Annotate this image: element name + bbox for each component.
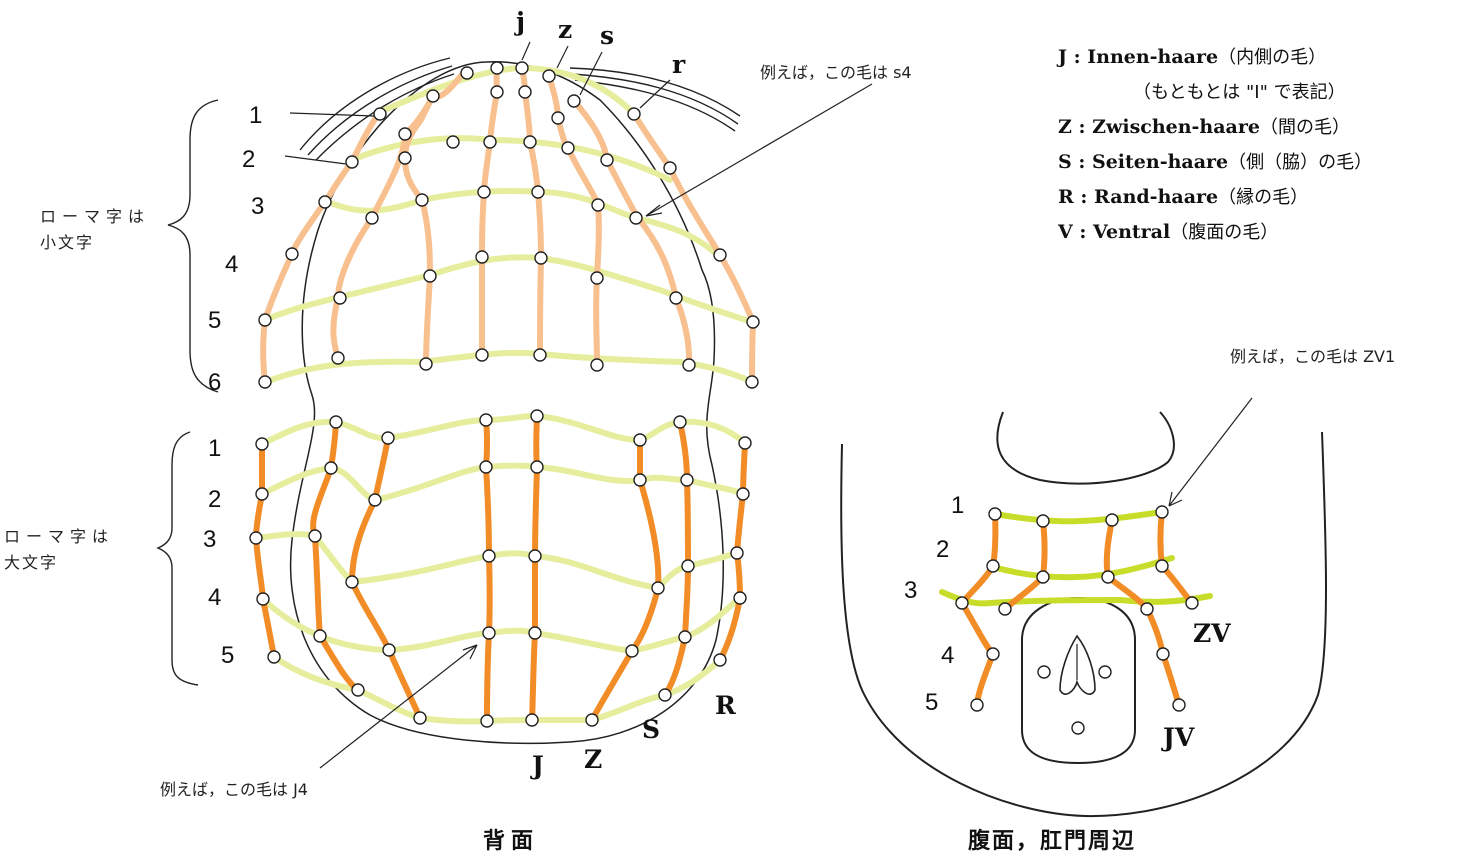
col-label-s: s [600, 21, 614, 50]
anal-plate [1022, 598, 1135, 763]
ventral-view: 1 2 3 4 5 ZV JV 例えば，この毛は ZV1 腹面，肛門周辺 [841, 347, 1395, 854]
ventral-label-ZV: ZV [1193, 619, 1231, 648]
col-label-j: j [514, 7, 525, 36]
legend-item-v: V : Ventral（腹面の毛） [1058, 215, 1463, 250]
example-j4-label: 例えば，この毛は J4 [160, 780, 308, 799]
upper-row-3: 3 [203, 526, 216, 553]
ventral-row-lines [942, 512, 1210, 603]
lower-row-1: 1 [249, 102, 262, 129]
legend-jp-v: （腹面の毛） [1170, 222, 1278, 243]
legend-code-r: R [1058, 186, 1074, 208]
arrow-s4 [646, 84, 872, 216]
legend-name-z: Zwischen-haare [1092, 116, 1260, 138]
legend-item-s: S : Seiten-haare（側（脇）の毛） [1058, 145, 1463, 180]
legend: J : Innen-haare（内側の毛） （もともとは "I" で表記） Z … [1058, 40, 1463, 250]
col-label-R: R [715, 691, 736, 720]
legend-jp-j: （内側の毛） [1218, 47, 1326, 68]
ventral-row-5: 5 [925, 689, 938, 716]
legend-name-v: Ventral [1093, 221, 1170, 243]
para-anal-seta-right [1099, 666, 1111, 678]
legend-item-z: Z : Zwischen-haare（間の毛） [1058, 110, 1463, 145]
ventral-outline [841, 432, 1326, 816]
leader-lines [285, 42, 670, 164]
ventral-caption: 腹面，肛門周辺 [968, 828, 1136, 854]
arrow-zv1 [1169, 398, 1252, 506]
legend-code-v: V [1058, 221, 1073, 243]
legend-name-r: Rand-haare [1094, 186, 1218, 208]
legend-item-j: J : Innen-haare（内側の毛） [1058, 40, 1463, 75]
legend-jp-z: （間の毛） [1260, 117, 1350, 138]
upper-row-1: 1 [208, 435, 221, 462]
upper-row-5: 5 [221, 642, 234, 669]
legend-jp-s: （側（脇）の毛） [1228, 152, 1372, 173]
lower-brace [168, 100, 218, 392]
post-anal-seta [1072, 722, 1084, 734]
upper-row-2: 2 [208, 486, 221, 513]
ventral-row-4: 4 [941, 642, 954, 669]
legend-jp-r: （縁の毛） [1218, 187, 1308, 208]
arrow-j4 [320, 645, 477, 768]
legend-name-s: Seiten-haare [1092, 151, 1228, 173]
legend-note-j: （もともとは "I" で表記） [1058, 75, 1463, 110]
upper-brace-label: ローマ字は 大文字 [4, 527, 119, 572]
upper-brace [158, 432, 198, 685]
ventral-row-1: 1 [951, 492, 964, 519]
legend-name-j: Innen-haare [1087, 46, 1218, 68]
para-anal-seta-left [1038, 666, 1050, 678]
lower-row-5: 5 [208, 307, 221, 334]
col-label-Z: Z [584, 745, 602, 774]
lower-row-2: 2 [242, 146, 255, 173]
col-label-z: z [558, 15, 572, 44]
dorsal-caption: 背面 [483, 829, 539, 854]
lower-row-6: 6 [208, 369, 221, 396]
lower-row-3: 3 [251, 193, 264, 220]
example-zv1-label: 例えば，この毛は ZV1 [1230, 347, 1395, 366]
ventral-notch [997, 412, 1174, 484]
ventral-row-3: 3 [904, 577, 917, 604]
legend-code-j: J [1058, 46, 1067, 68]
dorsal-view: j z s r 1 2 3 4 5 6 1 2 3 4 5 J Z S R ロー… [4, 7, 912, 854]
legend-item-r: R : Rand-haare（縁の毛） [1058, 180, 1463, 215]
col-label-r: r [672, 50, 686, 79]
ventral-label-JV: JV [1161, 723, 1195, 752]
legend-code-z: Z [1058, 116, 1072, 138]
upper-row-4: 4 [208, 584, 221, 611]
example-s4-label: 例えば，この毛は s4 [760, 63, 912, 82]
ventral-row-2: 2 [936, 536, 949, 563]
lower-row-4: 4 [225, 251, 238, 278]
col-label-S: S [642, 715, 660, 744]
legend-code-s: S [1058, 151, 1072, 173]
col-label-J: J [530, 751, 544, 780]
lower-brace-label: ローマ字は 小文字 [40, 207, 155, 252]
